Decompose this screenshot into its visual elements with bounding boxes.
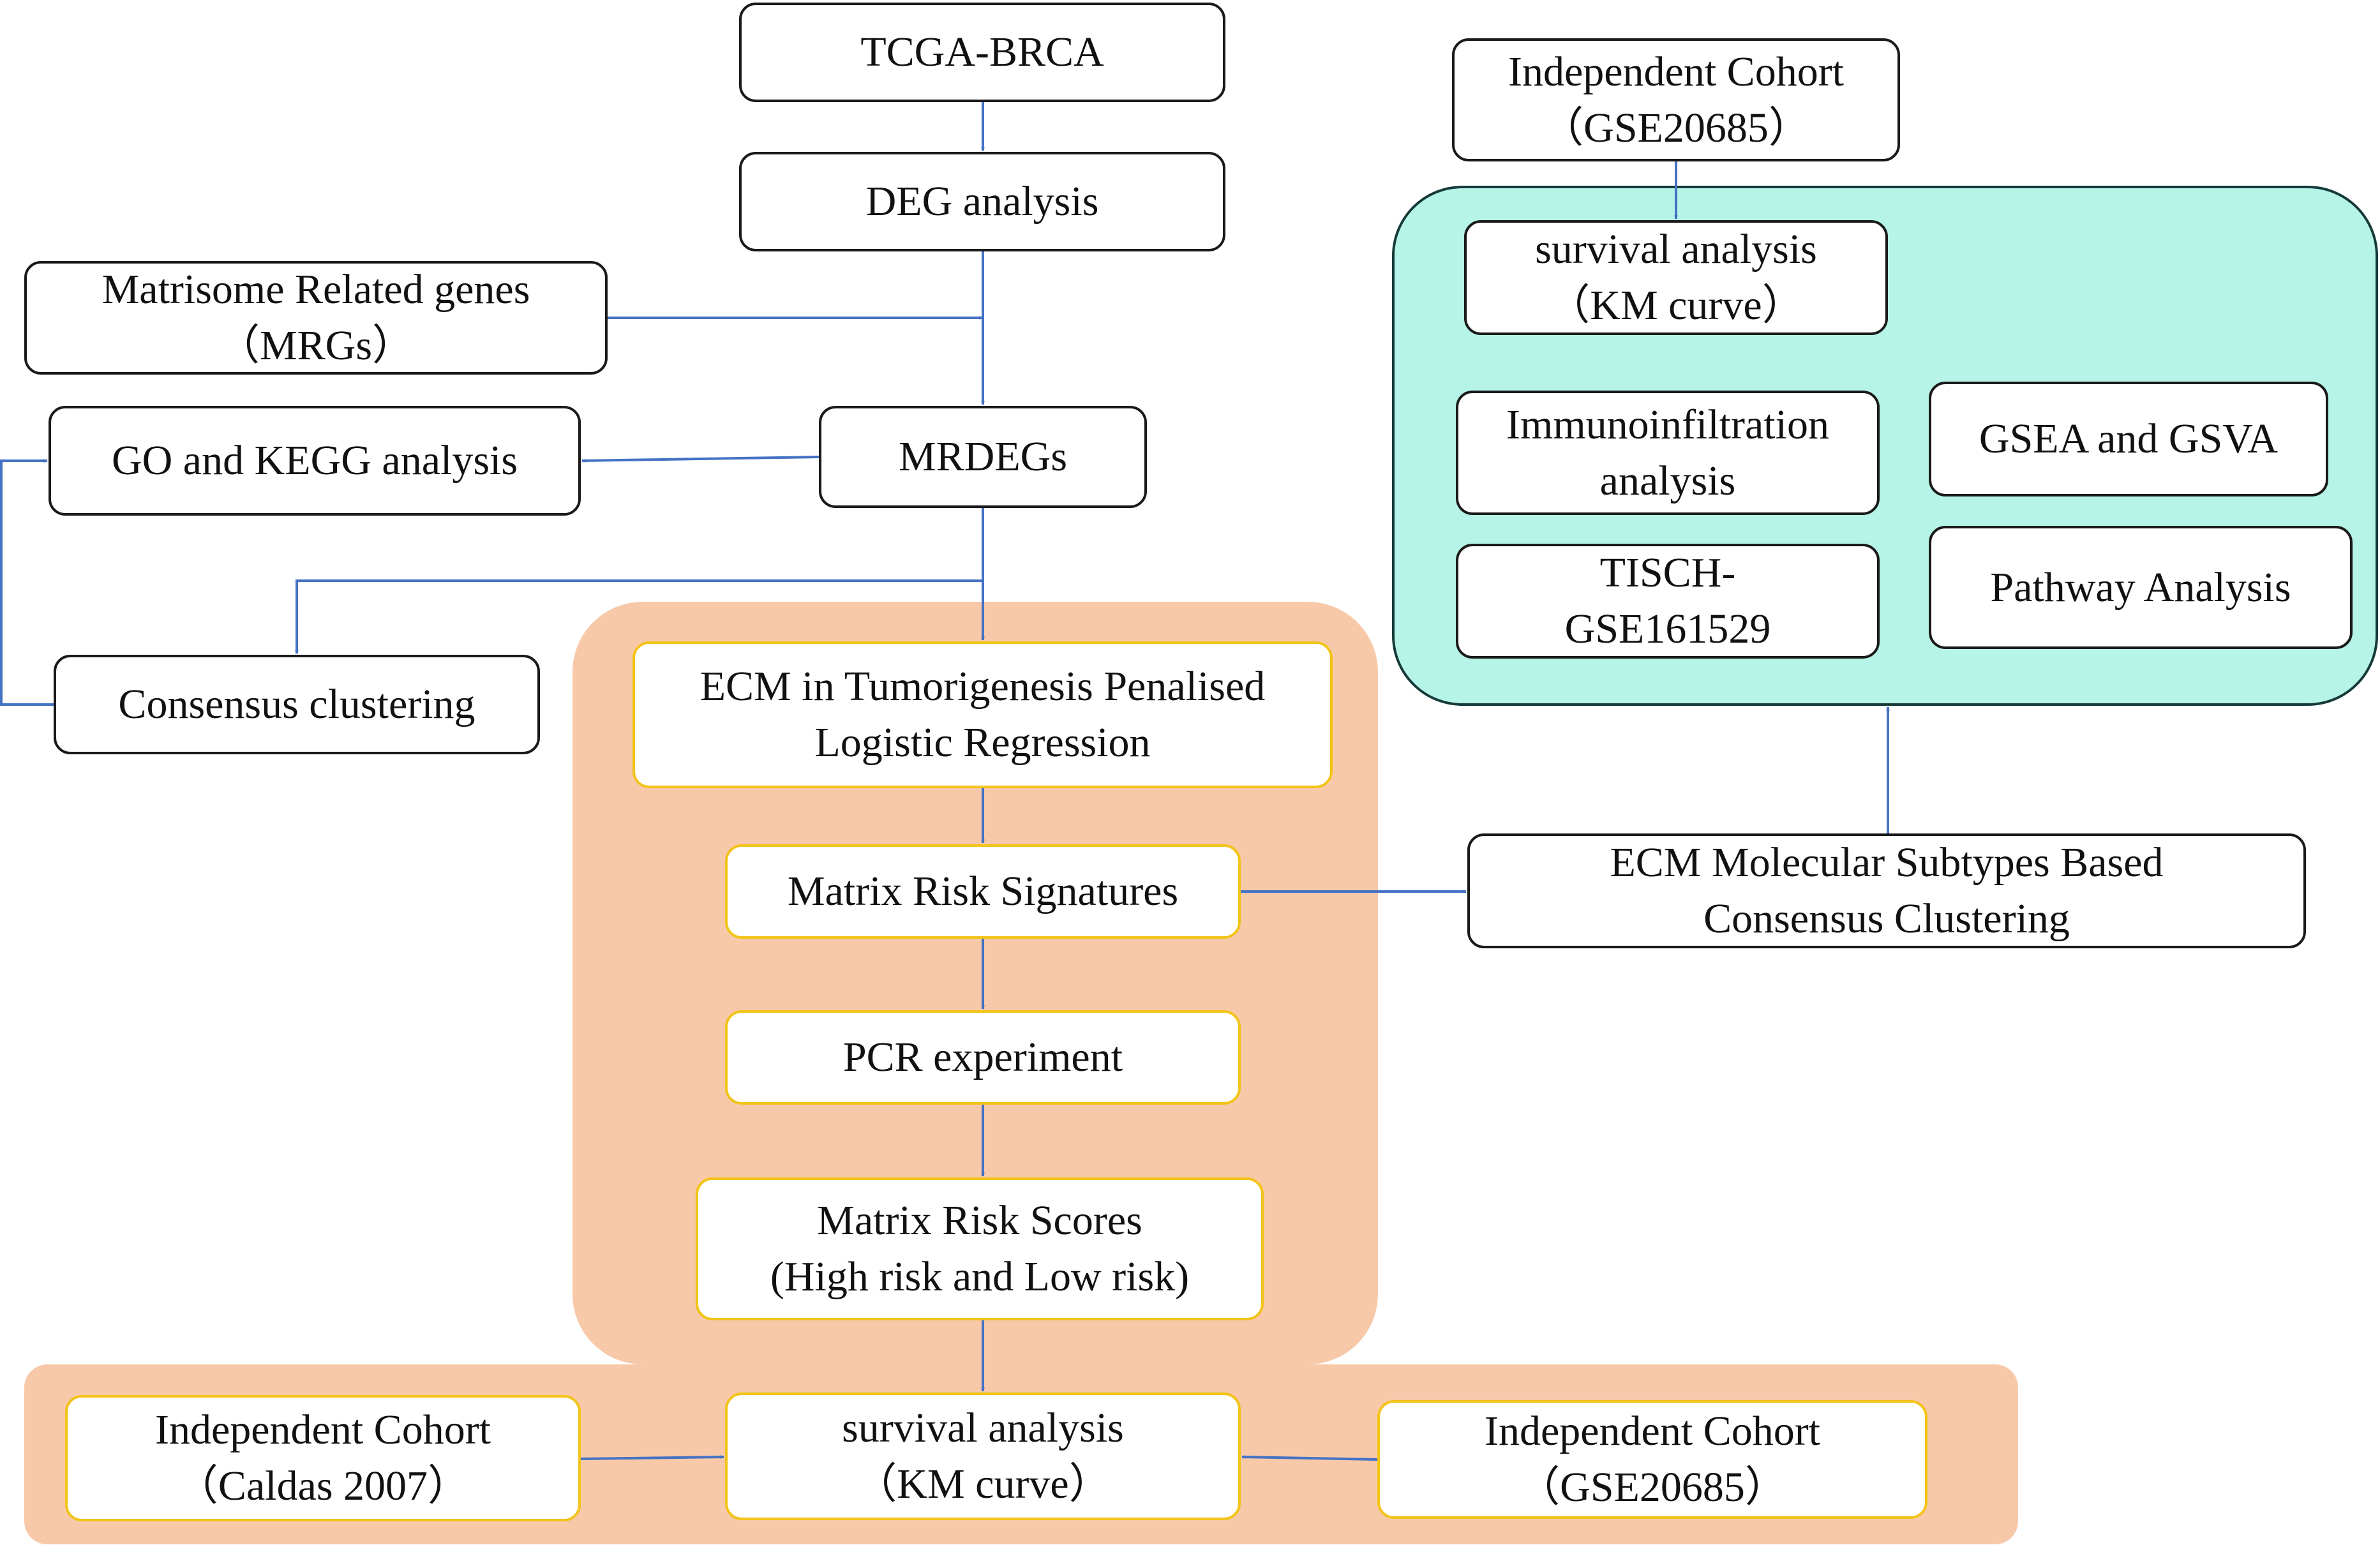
ecm-sub-label-line: Consensus Clustering [1703,895,2070,942]
gse20685-top-box: Independent Cohort （GSE20685） [1452,38,1900,161]
go-label-line: GO and KEGG analysis [111,437,518,484]
tcga-label-line: TCGA-BRCA [860,29,1104,75]
gsea-gsva-box: GSEA and GSVA [1929,382,2328,496]
immunoinfiltration-box: Immunoinfiltration analysis [1456,391,1880,515]
ecm-reg-label-line: Logistic Regression [814,719,1151,766]
ecm-sub-label-line: ECM Molecular Subtypes Based [1610,839,2164,886]
pathway-label-line: Pathway Analysis [1990,564,2291,611]
gse-top-label-line: Independent Cohort [1508,48,1845,95]
consensus-clustering-box: Consensus clustering [54,655,540,754]
mscore-label-line: Matrix Risk Scores [817,1197,1142,1244]
caldas-label-line: Independent Cohort [154,1407,491,1453]
mrdeg-label-line: MRDEGs [898,433,1068,480]
immuno-label-line: analysis [1599,457,1736,504]
go-kegg-box: GO and KEGG analysis [49,406,581,516]
gsea-label-line: GSEA and GSVA [1979,415,2279,462]
km-bottom-label-line: survival analysis [842,1405,1124,1451]
survival-km-bottom-box: survival analysis （KM curve） [725,1392,1241,1520]
ecm-reg-label-line: ECM in Tumorigenesis Penalised [700,663,1266,710]
pathway-analysis-box: Pathway Analysis [1929,526,2353,649]
mrdegs-box: MRDEGs [819,406,1147,508]
deg-label-line: DEG analysis [865,178,1099,225]
gse-top-label-line: （GSE20685） [1541,104,1811,151]
pcr-experiment-box: PCR experiment [725,1010,1241,1105]
caldas-to-km-arrow [580,1455,724,1460]
deg-analysis-box: DEG analysis [739,152,1225,251]
survival-km-top-box: survival analysis （KM curve） [1464,220,1888,335]
km-bottom-label-line: （KM curve） [855,1461,1111,1507]
km-top-label-line: （KM curve） [1548,282,1804,329]
spine-to-consensus-arrow [295,579,983,654]
mrg-label-line: Matrisome Related genes [101,266,530,313]
matrix-risk-signatures-box: Matrix Risk Signatures [725,844,1241,939]
mrdegs-to-go-arrow [581,456,820,463]
matrisome-genes-box: Matrisome Related genes （MRGs） [24,261,608,375]
caldas-label-line: （Caldas 2007） [176,1463,470,1509]
tisch-box: TISCH- GSE161529 [1456,544,1880,659]
pcr-label-line: PCR experiment [842,1034,1123,1080]
immuno-label-line: Immunoinfiltration [1506,401,1829,448]
mrg-label-line: （MRGs） [217,322,415,369]
mscore-label-line: (High risk and Low risk) [770,1253,1190,1300]
consensus-to-go-arrow [0,459,54,706]
km-top-label-line: survival analysis [1535,226,1817,272]
gse-to-km-arrow [1241,1455,1378,1461]
consensus-label-line: Consensus clustering [118,681,475,728]
tisch-label-line: TISCH- [1599,549,1736,596]
caldas-cohort-box: Independent Cohort （Caldas 2007） [65,1395,581,1521]
mrs-label-line: Matrix Risk Signatures [787,868,1179,914]
gse-bottom-label-line: （GSE20685） [1518,1464,1787,1511]
gse-bottom-label-line: Independent Cohort [1484,1408,1821,1454]
tisch-label-line: GSE161529 [1564,606,1771,652]
matrix-risk-scores-box: Matrix Risk Scores (High risk and Low ris… [696,1177,1264,1320]
tcga-brca-box: TCGA-BRCA [739,3,1225,102]
gse20685-bottom-box: Independent Cohort （GSE20685） [1377,1400,1927,1519]
